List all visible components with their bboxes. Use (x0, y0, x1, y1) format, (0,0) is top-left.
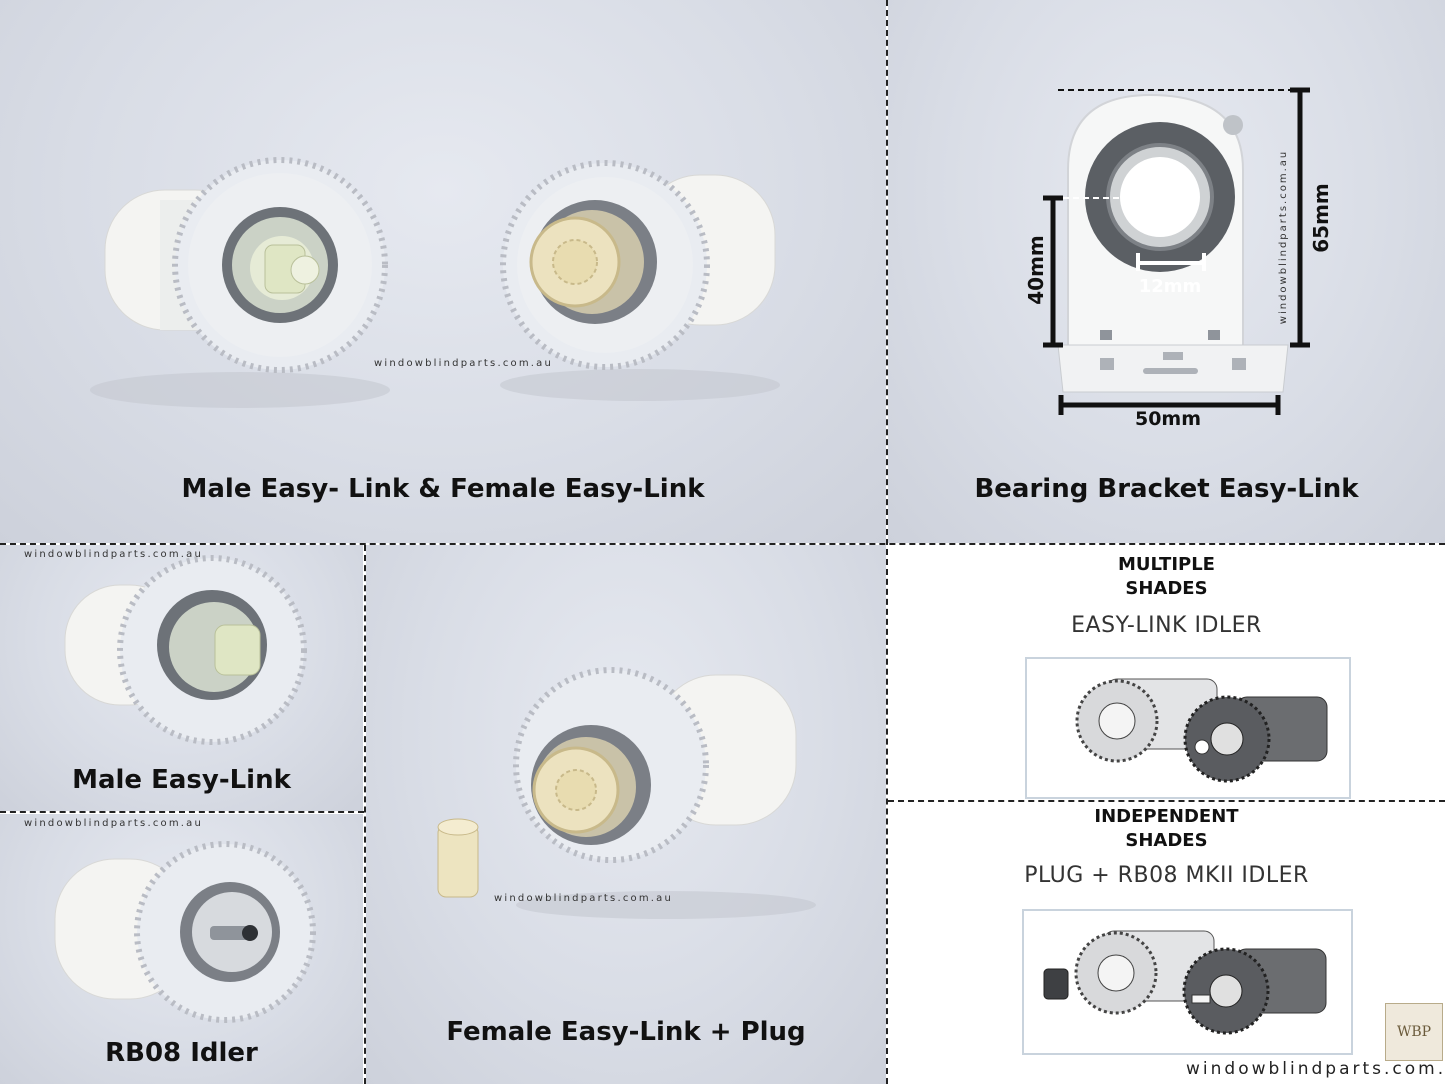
panel-male-female-easy-link: windowblindparts.com.au Male Easy- Link … (0, 0, 886, 543)
caption-female-easy-link-plug: Female Easy-Link + Plug (446, 1017, 806, 1047)
female-easy-link-photo (500, 160, 780, 401)
divider-vertical-left (364, 545, 366, 1084)
plug-rb08-idler-illustration (1022, 909, 1353, 1055)
dim-label-width: 50mm (1135, 408, 1201, 430)
female-easy-link-plug-photo (437, 667, 816, 919)
panel-bearing-bracket: 65mm 40mm 12mm 50mm windowblindparts.com… (888, 0, 1445, 543)
watermark-vertical: windowblindparts.com.au (1278, 150, 1289, 324)
caption-bearing-bracket: Bearing Bracket Easy-Link (974, 474, 1359, 504)
wbp-logo: WBP (1385, 1003, 1443, 1061)
easy-link-idler-illustration (1025, 657, 1351, 799)
dim-label-axle-height: 40mm (1024, 235, 1048, 305)
panel-female-easy-link-plug: windowblindparts.com.au Female Easy-Link… (366, 545, 886, 1084)
watermark: windowblindparts.com.au (374, 358, 554, 369)
panel-multiple-shades: MULTIPLE SHADES EASY-LINK IDLER (888, 545, 1445, 800)
bearing-bracket-diagram: 65mm 40mm 12mm 50mm windowblindparts.com… (1024, 87, 1333, 430)
panel-rb08-idler: windowblindparts.com.au RB08 Idler (0, 814, 363, 1084)
watermark: windowblindparts.com.au (494, 893, 674, 904)
dim-label-bore: 12mm (1139, 276, 1202, 297)
male-easy-link-photo-small (64, 555, 307, 745)
divider-horizontal-main (0, 543, 1445, 545)
divider-horizontal-right (888, 800, 1445, 802)
caption-male-easy-link: Male Easy-Link (72, 765, 291, 795)
rb08-idler-photo (54, 841, 316, 1023)
site-url: windowblindparts.com.au (1186, 1059, 1445, 1079)
heading-shades: SHADES (1125, 578, 1208, 599)
male-easy-link-photo (90, 157, 390, 408)
dim-label-height: 65mm (1309, 183, 1333, 253)
panel-male-easy-link: windowblindparts.com.au Male Easy-Link (0, 545, 363, 811)
heading-independent: INDEPENDENT (1094, 806, 1239, 827)
divider-vertical-main (886, 0, 888, 1084)
logo-text: WBP (1396, 1024, 1432, 1040)
subtitle-plug-rb08-idler: PLUG + RB08 MKII IDLER (1024, 863, 1309, 888)
caption-rb08-idler: RB08 Idler (105, 1038, 258, 1068)
subtitle-easy-link-idler: EASY-LINK IDLER (1071, 613, 1262, 638)
watermark: windowblindparts.com.au (24, 549, 204, 560)
panel-independent-shades: INDEPENDENT SHADES PLUG + RB08 MKII IDLE… (888, 803, 1445, 1084)
heading-shades: SHADES (1125, 830, 1208, 851)
caption-male-female-easy-link: Male Easy- Link & Female Easy-Link (181, 474, 705, 504)
heading-multiple: MULTIPLE (1118, 554, 1215, 575)
watermark: windowblindparts.com.au (24, 818, 204, 829)
divider-horizontal-left (0, 811, 364, 813)
